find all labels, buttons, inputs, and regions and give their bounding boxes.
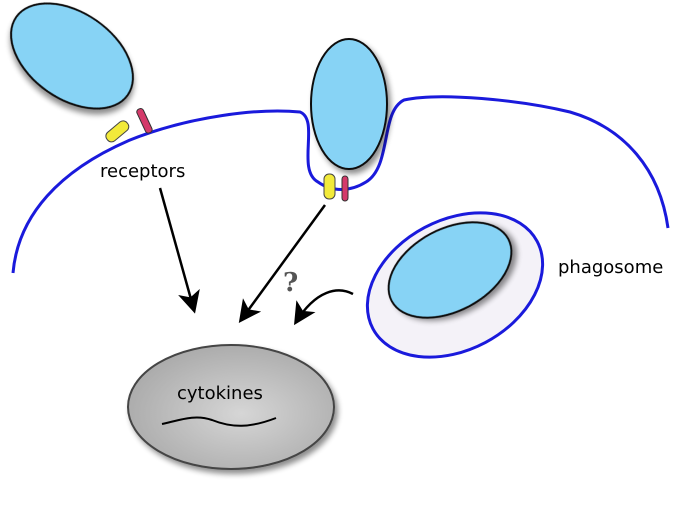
bound-particle-icon (10, 2, 134, 110)
mrna-strand-icon (161, 416, 277, 427)
receptors-label: receptors (100, 161, 185, 182)
cell-membrane (11, 95, 670, 274)
red-receptor-icon (341, 175, 349, 202)
yellow-receptor-icon (323, 173, 336, 200)
red-receptor-icon (136, 108, 153, 134)
yellow-receptor-icon (105, 120, 130, 143)
receptor-signal-arrow (158, 187, 200, 314)
question-mark: ? (283, 268, 298, 298)
engulfment-signal-arrow (238, 204, 327, 324)
engulfing-particle-icon (310, 38, 388, 170)
phagosome-label: phagosome (558, 257, 663, 278)
nucleus (127, 344, 335, 470)
phagosome-signal-arrow (294, 289, 354, 326)
internalized-particle-icon (387, 221, 513, 319)
cytokines-label: cytokines (177, 383, 263, 404)
